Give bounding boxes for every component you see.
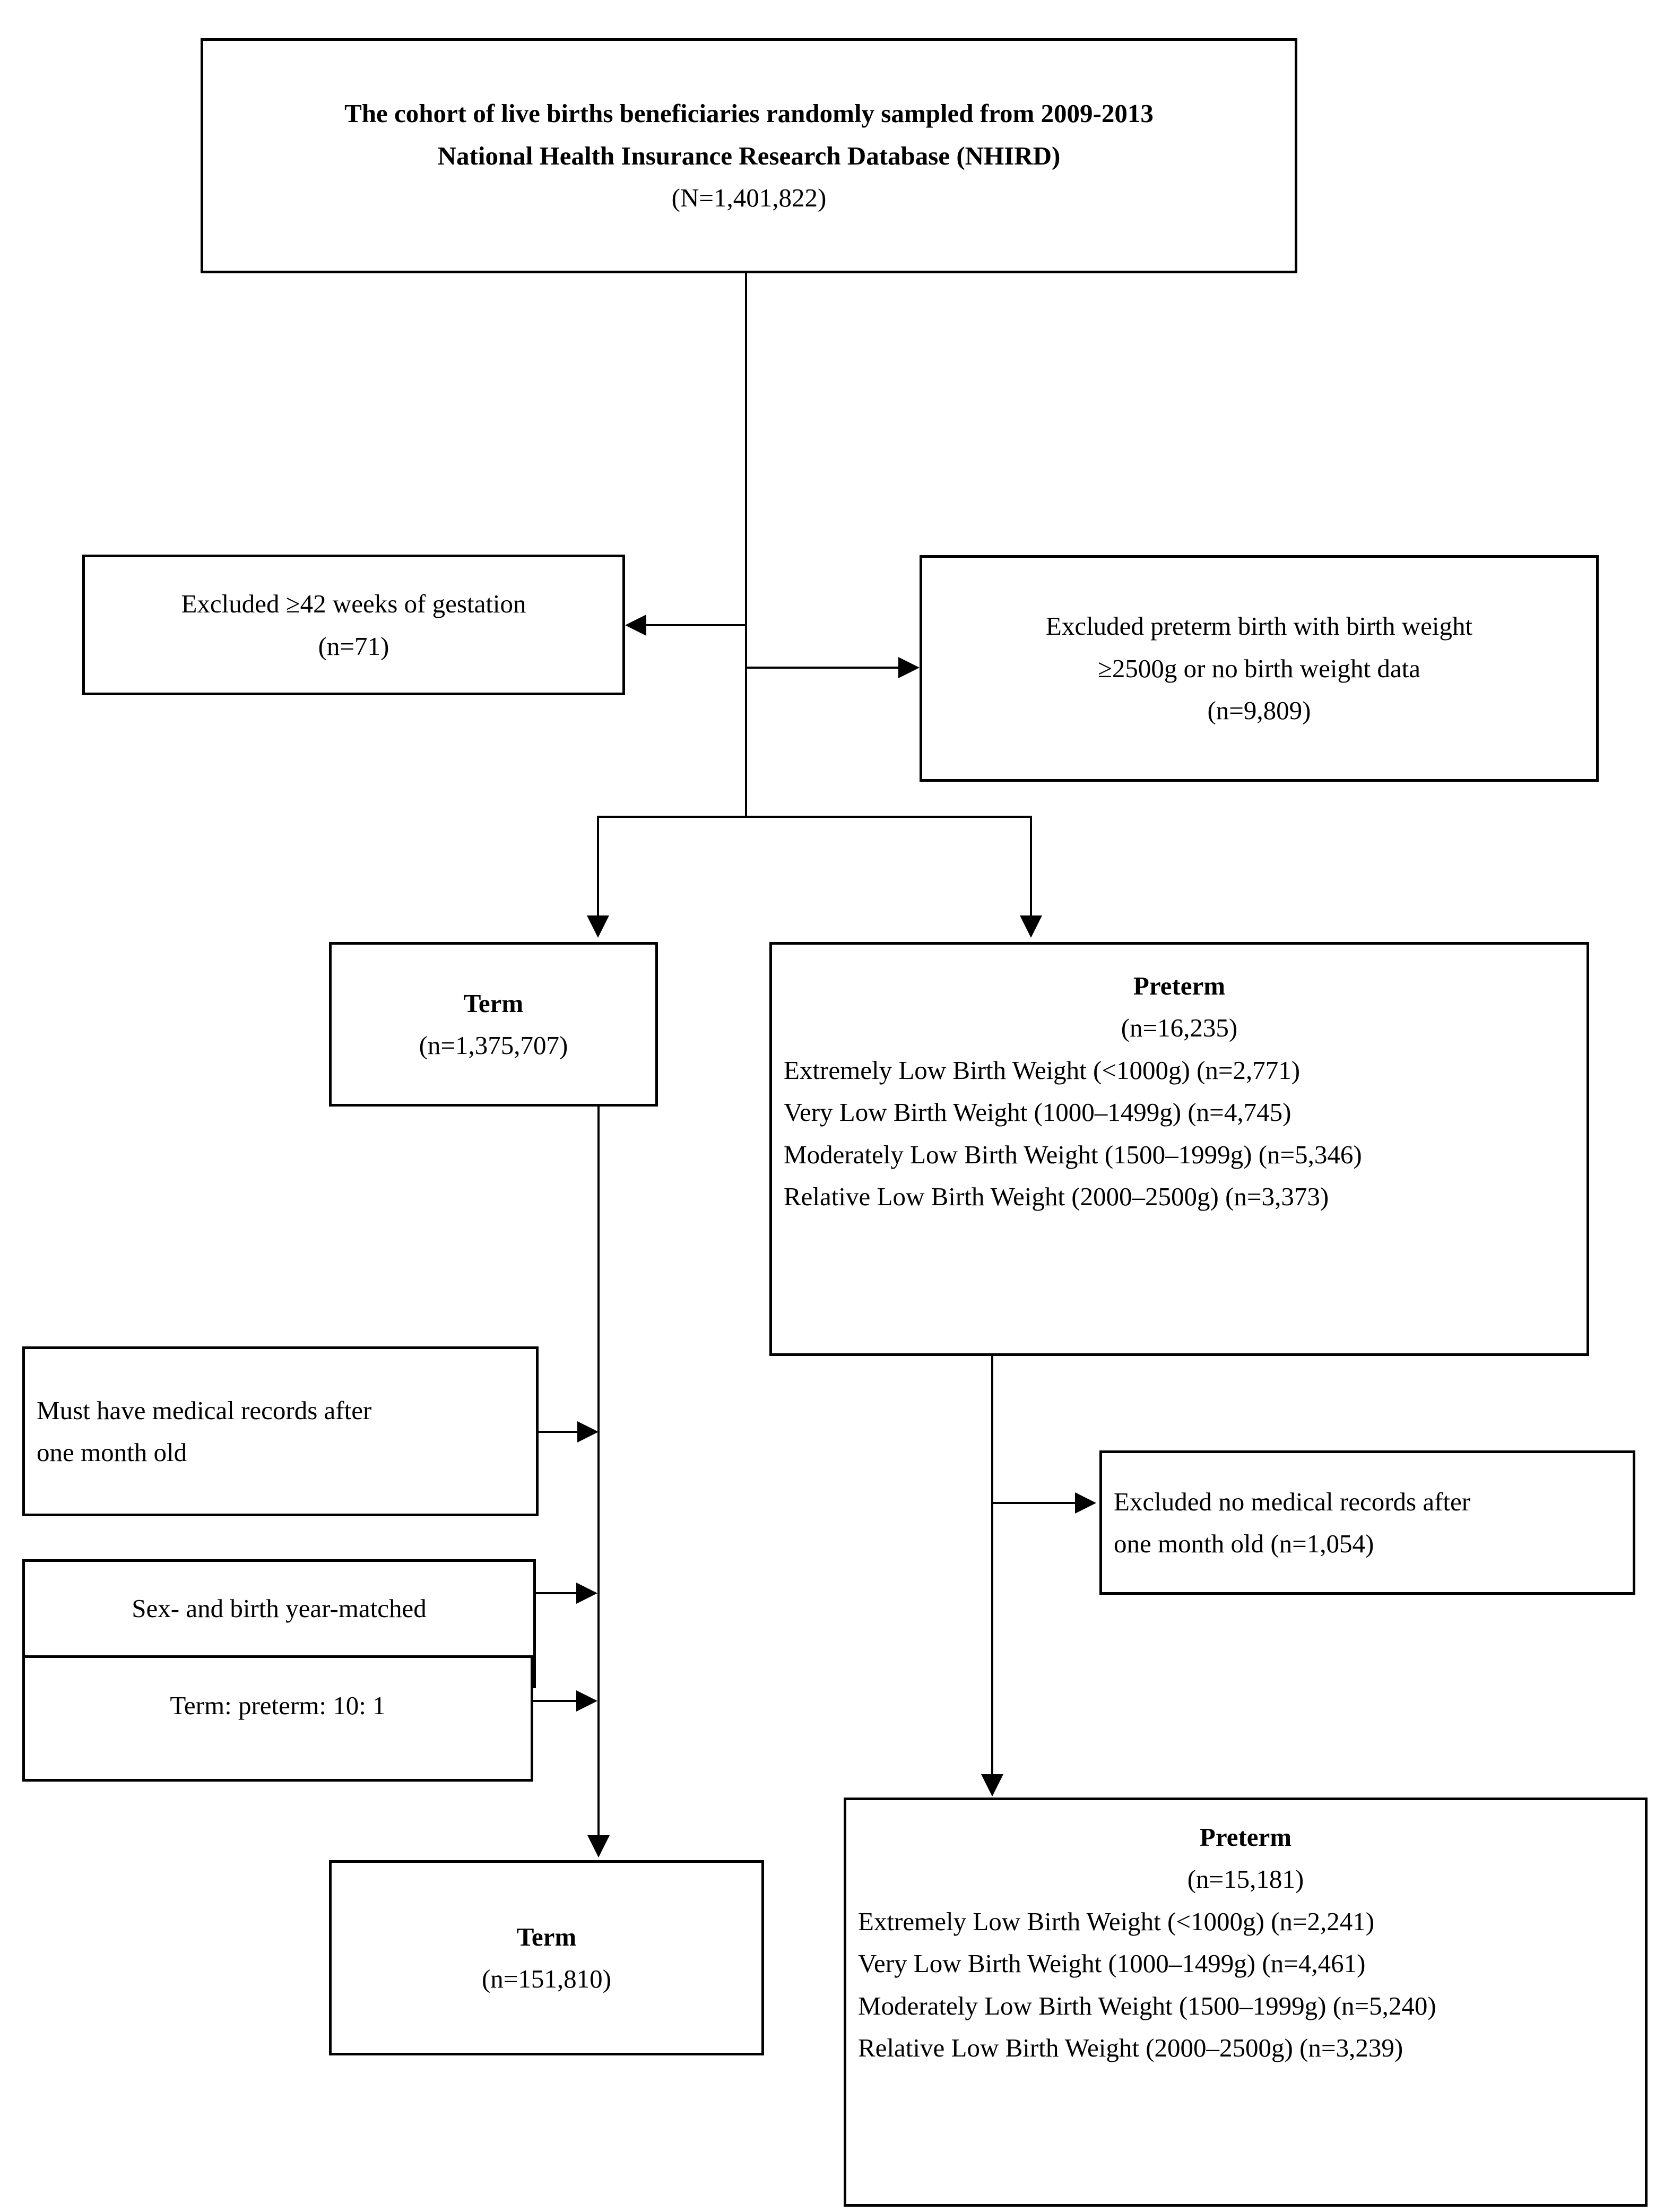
preterm-final-line-4: Very Low Birth Weight (1000–1499g) (n=4,… — [858, 1949, 1366, 1978]
arrowhead-excluded-no-records — [1075, 1492, 1096, 1514]
connector-fork-right-drop — [1030, 816, 1032, 917]
connector-to-excluded-preterm-weight — [745, 667, 899, 669]
connector-trunk-main — [745, 273, 747, 818]
preterm-initial-line-3: Extremely Low Birth Weight (<1000g) (n=2… — [784, 1055, 1301, 1085]
term-initial-line-1: Term — [463, 988, 524, 1018]
node-criteria-records: Must have medical records after one mont… — [22, 1346, 539, 1516]
source-cohort-line-1: The cohort of live births beneficiaries … — [344, 99, 1154, 128]
arrowhead-criteria-records — [577, 1421, 599, 1442]
source-cohort-line-3: (N=1,401,822) — [671, 183, 827, 213]
node-source-cohort: The cohort of live births beneficiaries … — [201, 38, 1297, 273]
arrowhead-criteria-ratio — [576, 1690, 597, 1712]
node-excluded-preterm-weight: Excluded preterm birth with birth weight… — [920, 555, 1599, 782]
excluded-gestation-line-2: (n=71) — [318, 631, 389, 661]
arrowhead-excluded-preterm-weight — [898, 657, 920, 678]
connector-term-column — [597, 1107, 600, 1836]
connector-fork-left-drop — [597, 816, 599, 917]
connector-preterm-column — [991, 1356, 993, 1775]
arrowhead-excluded-gestation — [625, 615, 646, 636]
connector-fork-bar — [597, 816, 1032, 818]
term-initial-line-2: (n=1,375,707) — [419, 1031, 568, 1060]
term-final-line-2: (n=151,810) — [481, 1964, 612, 1993]
node-preterm-initial: Preterm (n=16,235) Extremely Low Birth W… — [769, 942, 1589, 1356]
connector-criteria-ratio — [533, 1700, 577, 1702]
excluded-gestation-line-1: Excluded ≥42 weeks of gestation — [181, 589, 526, 619]
preterm-final-line-2: (n=15,181) — [1187, 1864, 1304, 1894]
connector-criteria-records — [539, 1431, 578, 1433]
excluded-no-records-line-2: one month old (n=1,054) — [1114, 1529, 1374, 1558]
excluded-preterm-weight-line-3: (n=9,809) — [1207, 696, 1311, 725]
node-excluded-gestation: Excluded ≥42 weeks of gestation (n=71) — [82, 555, 625, 695]
node-term-final: Term (n=151,810) — [329, 1860, 764, 2055]
criteria-records-line-1: Must have medical records after — [37, 1395, 372, 1425]
preterm-initial-line-6: Relative Low Birth Weight (2000–2500g) (… — [784, 1181, 1329, 1211]
preterm-initial-line-5: Moderately Low Birth Weight (1500–1999g)… — [784, 1139, 1362, 1169]
connector-criteria-matched — [536, 1592, 577, 1594]
preterm-final-line-6: Relative Low Birth Weight (2000–2500g) (… — [858, 2033, 1403, 2062]
excluded-no-records-line-1: Excluded no medical records after — [1114, 1487, 1471, 1516]
arrowhead-preterm-final — [981, 1774, 1003, 1796]
preterm-final-line-3: Extremely Low Birth Weight (<1000g) (n=2… — [858, 1906, 1375, 1936]
criteria-records-line-2: one month old — [37, 1438, 187, 1467]
node-term-initial: Term (n=1,375,707) — [329, 942, 658, 1107]
preterm-initial-line-1: Preterm — [1133, 971, 1226, 1000]
arrowhead-preterm-initial — [1020, 915, 1042, 938]
criteria-ratio-line-1: Term: preterm: 10: 1 — [170, 1691, 386, 1720]
connector-to-excluded-gestation — [646, 624, 747, 626]
preterm-initial-line-4: Very Low Birth Weight (1000–1499g) (n=4,… — [784, 1098, 1291, 1127]
node-excluded-no-records: Excluded no medical records after one mo… — [1099, 1450, 1635, 1595]
arrowhead-term-final — [587, 1835, 610, 1857]
preterm-final-line-5: Moderately Low Birth Weight (1500–1999g)… — [858, 1991, 1436, 2020]
excluded-preterm-weight-line-2: ≥2500g or no birth weight data — [1098, 653, 1420, 683]
criteria-matched-line-1: Sex- and birth year-matched — [132, 1594, 427, 1623]
preterm-final-line-1: Preterm — [1199, 1822, 1292, 1852]
term-final-line-1: Term — [516, 1922, 577, 1951]
preterm-initial-line-2: (n=16,235) — [1121, 1013, 1238, 1043]
node-criteria-ratio: Term: preterm: 10: 1 — [22, 1655, 533, 1782]
excluded-preterm-weight-line-1: Excluded preterm birth with birth weight — [1045, 611, 1473, 641]
arrowhead-term-initial — [587, 915, 609, 938]
connector-excluded-no-records — [991, 1502, 1076, 1504]
arrowhead-criteria-matched — [576, 1583, 597, 1604]
source-cohort-line-2: National Health Insurance Research Datab… — [437, 141, 1061, 170]
node-preterm-final: Preterm (n=15,181) Extremely Low Birth W… — [844, 1798, 1648, 2207]
